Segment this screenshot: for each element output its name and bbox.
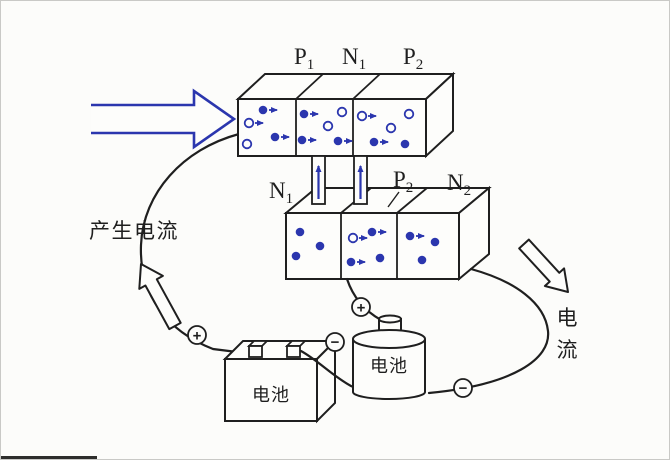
input-current-arrow-outline (91, 88, 237, 150)
lower-block-labels: N1 P2 N2 (269, 167, 471, 208)
electron-particle (295, 227, 305, 237)
upper-block-junction-line-top (295, 73, 324, 100)
lower-semiconductor-block (283, 185, 492, 282)
plus-sign: + (357, 300, 366, 317)
battery-left-front-face (224, 358, 318, 422)
electron-particle (375, 253, 385, 263)
electron-particle (400, 139, 410, 149)
lower-region-label-p2: P2 (393, 167, 413, 196)
battery-middle: 电池 (352, 314, 426, 400)
p2-leader-line (387, 191, 400, 208)
electron-particle (346, 257, 366, 267)
electron-particle (405, 231, 425, 241)
plus-circle (351, 297, 371, 317)
minus-sign: − (331, 334, 340, 351)
minus-sign: − (459, 380, 468, 397)
upper-block-junction-line-top (352, 73, 381, 100)
scan-edge-mark (1, 456, 97, 459)
lower-block-junction-line-top (396, 187, 428, 214)
hole-particle (336, 106, 348, 118)
battery-left: 电池 (222, 338, 338, 424)
upper-region-label-n1: N1 (342, 44, 366, 73)
electron-particle (258, 105, 278, 115)
electron-particle (297, 135, 317, 145)
electron-particle (315, 241, 325, 251)
plus-terminal-symbol: + (187, 325, 207, 345)
upper-region-label-p1: P1 (294, 44, 314, 73)
generated-current-arrow (138, 263, 182, 331)
electron-particle (367, 227, 387, 237)
junction-connectors (311, 155, 368, 205)
upper-block-particles (241, 105, 415, 150)
minus-terminal-symbol: − (325, 332, 345, 352)
hole-particle (243, 117, 264, 129)
battery-terminal (286, 345, 301, 358)
minus-circle (453, 378, 473, 398)
lower-region-label-n1: N1 (269, 178, 293, 207)
battery-middle-label: 电池 (370, 356, 408, 376)
battery-middle-cap-top (378, 314, 402, 324)
upper-region-label-p2: P2 (403, 44, 423, 73)
battery-left-label: 电池 (252, 385, 290, 405)
hole-particle (356, 110, 377, 122)
input-current-arrow (91, 88, 237, 150)
hole-particle (241, 138, 253, 150)
plus-sign: + (193, 328, 202, 345)
generated-current-label: 产生电流 (89, 220, 179, 243)
minus-terminal-symbol: − (453, 378, 473, 398)
hole-particle (347, 232, 368, 244)
minus-circle (325, 332, 345, 352)
wire-right-loop (427, 267, 550, 395)
lower-region-label-n2: N2 (447, 170, 471, 199)
wire-left-loop (139, 132, 255, 356)
output-current-arrow (518, 238, 569, 293)
current-label-char-2: 流 (557, 339, 578, 362)
upper-block-labels: P1 N1 P2 (294, 44, 423, 73)
battery-middle-top (352, 329, 426, 349)
plus-terminal-symbol: + (351, 297, 371, 317)
lower-block-particles (291, 227, 440, 267)
electron-particle (299, 109, 319, 119)
electron-particle (417, 255, 427, 265)
input-current-arrow-fill (91, 91, 234, 147)
upper-semiconductor-block (235, 71, 456, 159)
electron-particle (333, 136, 353, 146)
hole-particle (322, 120, 334, 132)
battery-middle-body (352, 339, 426, 400)
upper-block-top-face (235, 73, 456, 100)
plus-circle (187, 325, 207, 345)
hole-particle (385, 122, 397, 134)
electron-particle (291, 251, 301, 261)
hole-particle (403, 108, 415, 120)
electron-particle (270, 132, 290, 142)
electron-particle (369, 137, 389, 147)
electron-particle (430, 237, 440, 247)
lower-block-front-face (285, 212, 460, 280)
battery-terminal (248, 345, 263, 358)
current-label-char-1: 电 (557, 307, 578, 330)
